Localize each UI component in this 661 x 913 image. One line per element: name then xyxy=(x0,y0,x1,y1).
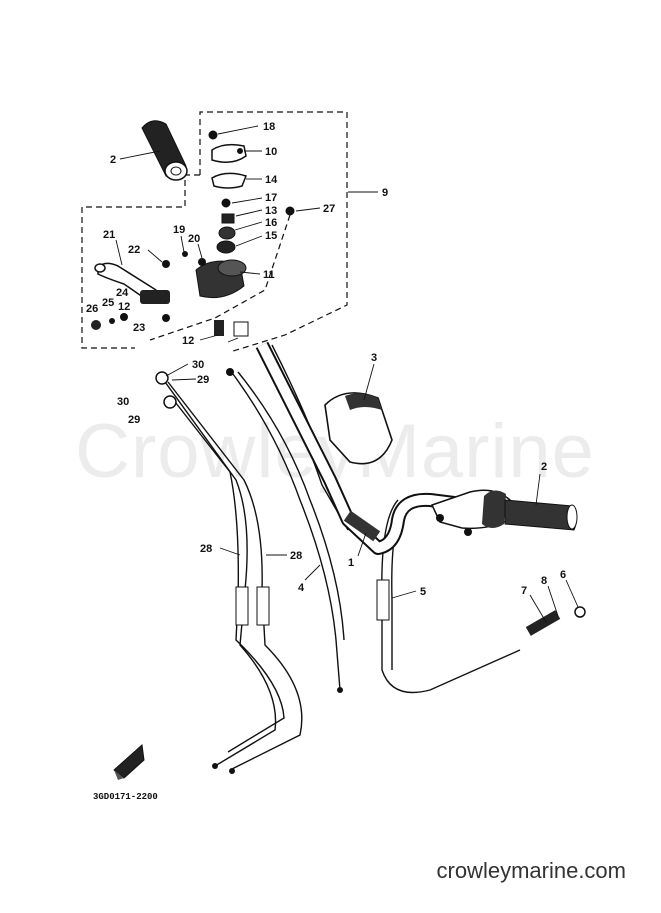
callout-12-b: 12 xyxy=(182,335,194,347)
callout-6: 6 xyxy=(560,569,566,581)
callout-13: 13 xyxy=(265,205,277,217)
site-url: crowleymarine.com xyxy=(436,858,627,883)
callout-21: 21 xyxy=(103,229,115,241)
callout-28-b: 28 xyxy=(290,550,302,562)
callout-17: 17 xyxy=(265,192,277,204)
callout-18: 18 xyxy=(263,121,275,133)
callout-29-b: 29 xyxy=(128,414,140,426)
handlebar-pad xyxy=(324,392,393,465)
callout-9: 9 xyxy=(382,187,388,199)
callout-28-a: 28 xyxy=(200,543,212,555)
callout-3: 3 xyxy=(371,352,377,364)
callout-numbers: 18 10 14 9 17 13 16 15 27 2 21 22 19 20 … xyxy=(86,121,566,598)
callout-14: 14 xyxy=(265,174,278,186)
callout-7: 7 xyxy=(521,585,527,597)
callout-25: 25 xyxy=(102,297,114,309)
callout-12-a: 12 xyxy=(118,301,130,313)
callout-10: 10 xyxy=(265,146,277,158)
callout-30-b: 30 xyxy=(117,396,129,408)
dashed-group-box xyxy=(81,111,348,353)
callout-19: 19 xyxy=(173,224,185,236)
clutch-lever-assembly xyxy=(91,251,249,337)
callout-27: 27 xyxy=(323,203,335,215)
callout-11: 11 xyxy=(263,269,275,281)
callout-4: 4 xyxy=(298,582,305,594)
callout-1: 1 xyxy=(348,557,354,569)
callout-8: 8 xyxy=(541,575,547,587)
handlebar xyxy=(255,341,471,555)
callout-5: 5 xyxy=(420,586,426,598)
callout-30-a: 30 xyxy=(192,359,204,371)
callout-23: 23 xyxy=(133,322,145,334)
callout-24: 24 xyxy=(116,287,129,299)
left-grip xyxy=(141,120,188,181)
cable-ends xyxy=(155,368,586,774)
callout-26: 26 xyxy=(86,303,98,315)
switch-parts xyxy=(208,130,295,254)
callout-2-left: 2 xyxy=(110,154,116,166)
part-code: 3GD0171-2200 xyxy=(93,792,158,802)
callout-16: 16 xyxy=(265,217,277,229)
throttle-grip xyxy=(430,489,578,536)
callout-2-right: 2 xyxy=(541,461,547,473)
callout-29-a: 29 xyxy=(197,374,209,386)
callout-20: 20 xyxy=(188,233,200,245)
callout-22: 22 xyxy=(128,244,140,256)
callout-15: 15 xyxy=(265,230,277,242)
leader-lines xyxy=(115,125,579,623)
clip-bracket xyxy=(113,743,145,780)
